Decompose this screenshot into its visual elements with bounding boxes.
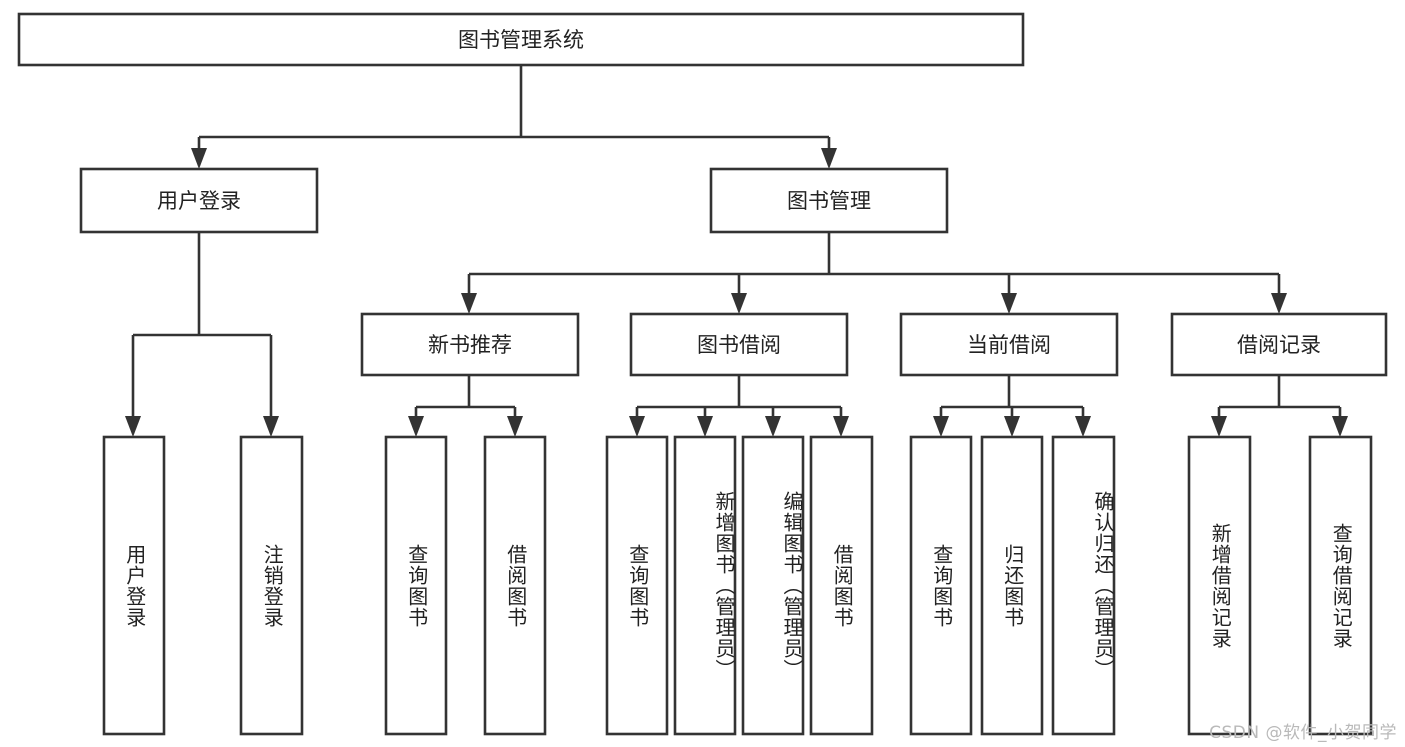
- arrow-head-leaf-query-book-3: [933, 416, 949, 437]
- arrow-head-current-borrow: [1001, 293, 1017, 314]
- leaf-box-query-book-1[interactable]: [384, 435, 448, 736]
- arrow-head-book-borrow: [731, 293, 747, 314]
- node-user-login-box[interactable]: [79, 167, 319, 234]
- node-book-borrow-box[interactable]: [629, 312, 849, 377]
- leaf-box-return-book[interactable]: [980, 435, 1044, 736]
- connector-group-user-login: [125, 232, 279, 437]
- arrow-head-leaf-add-record: [1211, 416, 1227, 437]
- node-new-book-rec[interactable]: 新书推荐: [360, 312, 580, 377]
- leaf-box-logout[interactable]: [239, 435, 304, 736]
- arrow-head-leaf-add-book: [697, 416, 713, 437]
- node-current-borrow-label: 当前借阅: [967, 333, 1051, 357]
- arrow-head-leaf-borrow-book-1: [507, 416, 523, 437]
- node-new-book-rec-box[interactable]: [360, 312, 580, 377]
- leaf-box-borrow-book-1[interactable]: [483, 435, 547, 736]
- arrow-head-leaf-query-book-2: [629, 416, 645, 437]
- leaf-box-edit-book[interactable]: [741, 435, 805, 736]
- arrow-head-leaf-user-login: [125, 416, 141, 437]
- arrow-head-leaf-return-book: [1004, 416, 1020, 437]
- connector-group-book-manage: [461, 232, 1287, 314]
- connector-group-root: [191, 65, 837, 169]
- leaf-box-query-record[interactable]: [1308, 435, 1373, 736]
- arrow-head-leaf-borrow-book-2: [833, 416, 849, 437]
- connector-group-new-book-rec: [408, 375, 523, 437]
- leaf-box-add-book[interactable]: [673, 435, 737, 736]
- arrow-head-leaf-logout: [263, 416, 279, 437]
- node-new-book-rec-label: 新书推荐: [428, 333, 512, 357]
- arrow-head-leaf-query-book-1: [408, 416, 424, 437]
- node-current-borrow[interactable]: 当前借阅: [899, 312, 1119, 377]
- arrow-head-leaf-edit-book: [765, 416, 781, 437]
- arrow-head-book-manage: [821, 148, 837, 169]
- node-book-borrow-label: 图书借阅: [697, 333, 781, 357]
- node-root-box[interactable]: [17, 12, 1025, 67]
- arrow-head-leaf-query-record: [1332, 416, 1348, 437]
- leaf-box-confirm-return[interactable]: [1051, 435, 1116, 736]
- leaf-box-user-login[interactable]: [102, 435, 166, 736]
- node-borrow-record-box[interactable]: [1170, 312, 1388, 377]
- arrow-head-borrow-record: [1271, 293, 1287, 314]
- leaf-box-query-book-3[interactable]: [909, 435, 973, 736]
- arrow-head-new-book-rec: [461, 293, 477, 314]
- connector-group-current-borrow: [933, 375, 1091, 437]
- node-user-login-label: 用户登录: [157, 189, 241, 213]
- leaf-box-group: [102, 435, 1373, 736]
- connector-group-book-borrow: [629, 375, 849, 437]
- leaf-box-query-book-2[interactable]: [605, 435, 669, 736]
- node-root[interactable]: 图书管理系统: [17, 12, 1025, 67]
- node-borrow-record[interactable]: 借阅记录: [1170, 312, 1388, 377]
- node-book-borrow[interactable]: 图书借阅: [629, 312, 849, 377]
- node-current-borrow-box[interactable]: [899, 312, 1119, 377]
- arrow-head-user-login: [191, 148, 207, 169]
- node-book-manage-label: 图书管理: [787, 189, 871, 213]
- leaf-box-borrow-book-2[interactable]: [809, 435, 874, 736]
- leaf-box-add-record[interactable]: [1187, 435, 1252, 736]
- csdn-watermark: CSDN @软件_小贺同学: [1209, 723, 1397, 743]
- node-book-manage-box[interactable]: [709, 167, 949, 234]
- node-book-manage[interactable]: 图书管理: [709, 167, 949, 234]
- node-user-login[interactable]: 用户登录: [79, 167, 319, 234]
- arrow-head-leaf-confirm-return: [1075, 416, 1091, 437]
- node-borrow-record-label: 借阅记录: [1237, 333, 1321, 357]
- node-root-label: 图书管理系统: [458, 28, 584, 52]
- connector-group-borrow-record: [1211, 375, 1348, 437]
